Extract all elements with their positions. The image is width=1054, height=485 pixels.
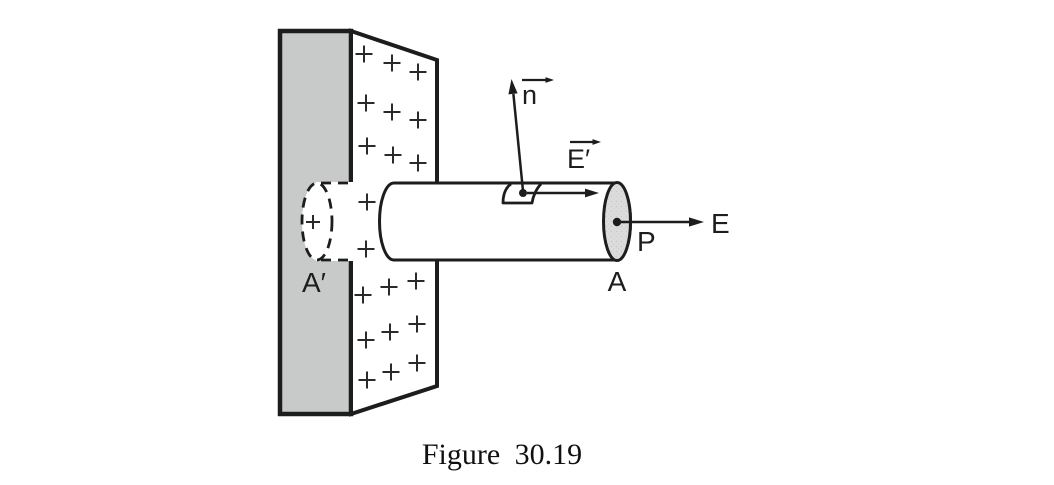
label-a: A: [608, 266, 627, 297]
e-prime-vector-label: E′: [567, 139, 601, 174]
n-vector-label: n: [522, 77, 554, 110]
label-n: n: [522, 80, 537, 110]
label-e-prime: E′: [567, 144, 590, 174]
label-a-prime: A′: [302, 267, 326, 298]
e-field-arrow: [621, 217, 704, 227]
label-e: E: [711, 208, 730, 239]
area-element-point: [519, 189, 527, 197]
normal-vector-arrow: [508, 79, 525, 192]
area-element-patch: [501, 182, 543, 205]
label-p: P: [637, 226, 656, 257]
point-p-dot: [612, 217, 622, 227]
figure-caption: Figure 30.19: [422, 438, 582, 471]
e-prime-arrow: [527, 188, 599, 198]
hidden-cylinder-edges: [321, 181, 353, 262]
plus-charges-icon: [354, 45, 427, 389]
hidden-cap-plus-icon: [306, 215, 320, 229]
